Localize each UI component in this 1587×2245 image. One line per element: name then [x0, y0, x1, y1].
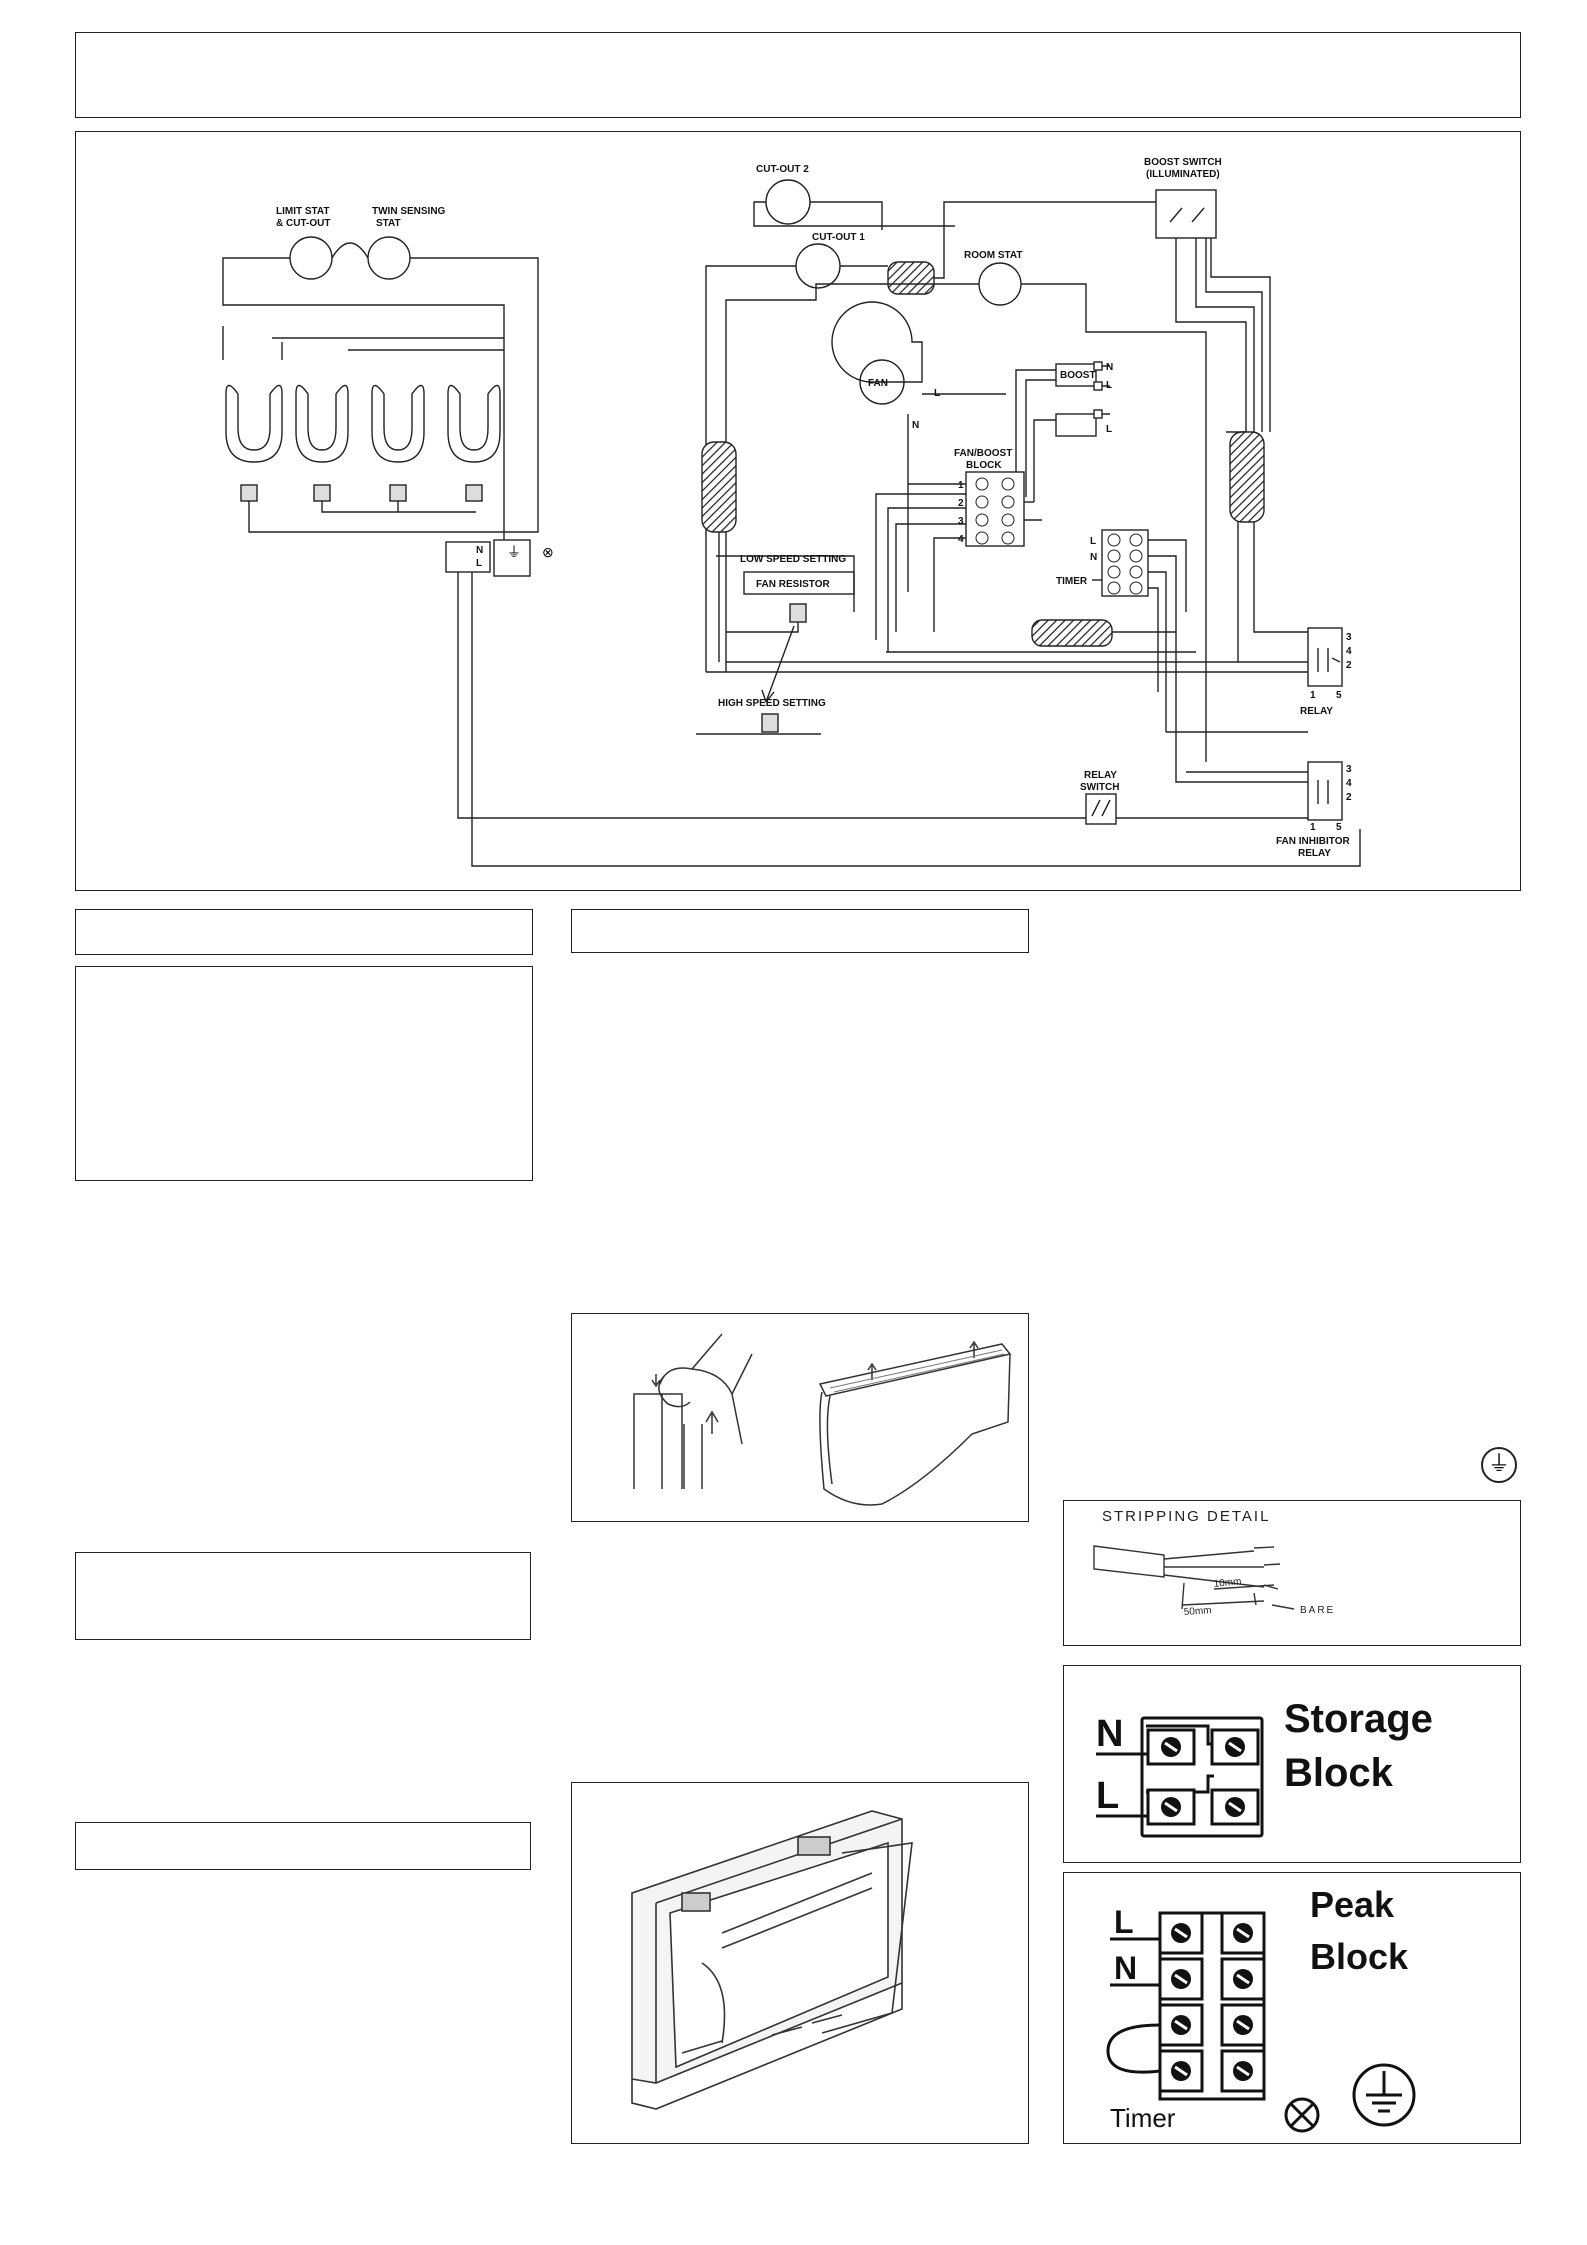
peak-n-label: N — [1114, 1950, 1137, 1986]
left-heading-box-3 — [75, 1822, 531, 1870]
cover-removal-drawing — [633, 1333, 1012, 1506]
fir-pin-3: 3 — [1346, 764, 1352, 775]
fan-n-label: N — [912, 420, 919, 431]
boost-switch-icon — [1155, 189, 1217, 239]
twin-sensing-stat-icon — [367, 236, 411, 280]
relay-pin-1: 1 — [1310, 690, 1316, 701]
cutout-2-label: CUT-OUT 2 — [756, 164, 809, 175]
peak-timer-label: Timer — [1110, 2103, 1176, 2133]
relay-switch-label-2: SWITCH — [1080, 782, 1119, 793]
boost-l-label: L — [1106, 380, 1112, 391]
fan-l-label: L — [934, 388, 940, 399]
fan-label: FAN — [868, 378, 888, 389]
peak-title-2: Block — [1310, 1936, 1409, 1977]
cutout-1-icon — [795, 243, 841, 289]
relay-pin-2: 2 — [1346, 660, 1352, 671]
boost-switch-label: BOOST SWITCH — [1144, 157, 1222, 168]
storage-title-1: Storage — [1284, 1697, 1433, 1741]
cross-icon: ⊗ — [542, 544, 554, 560]
timer-l-label: L — [1090, 536, 1096, 547]
fan-boost-label: FAN/BOOST — [954, 448, 1012, 459]
fir-pin-5: 5 — [1336, 822, 1342, 833]
middle-heading-box — [571, 909, 1029, 953]
twin-sensing-label-2: STAT — [376, 218, 401, 229]
room-stat-label: ROOM STAT — [964, 250, 1023, 261]
heater-interior-illustration — [571, 1782, 1029, 2144]
fan-inhibitor-label-2: RELAY — [1298, 848, 1331, 859]
cutout-1-label: CUT-OUT 1 — [812, 232, 865, 243]
fb-pin-3: 3 — [958, 516, 964, 527]
bare-label: BARE — [1300, 1605, 1335, 1616]
fan-boost-label-2: BLOCK — [966, 460, 1002, 471]
twin-sensing-label: TWIN SENSING — [372, 206, 446, 217]
left-heading-box-1 — [75, 909, 533, 955]
limit-stat-label-2: & CUT-OUT — [276, 218, 330, 229]
boost-label: BOOST — [1060, 370, 1096, 381]
fb-pin-4: 4 — [958, 534, 964, 545]
fir-pin-2: 2 — [1346, 792, 1352, 803]
heater-interior-drawing — [631, 1810, 913, 2110]
heating-elements — [225, 384, 501, 533]
cover-removal-illustration — [571, 1313, 1029, 1522]
relay-switch-label: RELAY — [1084, 770, 1117, 781]
cutout-1-sleeve — [887, 261, 935, 295]
fan-boost-block — [965, 471, 1025, 547]
relay-pin-4: 4 — [1346, 646, 1352, 657]
left-content-box — [75, 966, 533, 1181]
timer-block — [1101, 529, 1149, 597]
fan-icon — [831, 301, 923, 383]
limit-stat-label: LIMIT STAT — [276, 206, 330, 217]
timer-n-label: N — [1090, 552, 1097, 563]
earth-symbol-icon: ⏚ — [1481, 1447, 1517, 1483]
dim-10mm: 10mm — [1213, 1576, 1242, 1590]
relay-icon — [1307, 627, 1343, 687]
cutout-2-icon — [765, 179, 811, 225]
fb-pin-1: 1 — [958, 480, 964, 491]
stripping-detail-box: STRIPPING DETAIL 10mm 50mm BARE — [1063, 1500, 1521, 1646]
terminal-n-label: N — [476, 545, 483, 556]
limit-stat-icon — [289, 236, 333, 280]
storage-title-2: Block — [1284, 1751, 1394, 1795]
high-speed-label: HIGH SPEED SETTING — [718, 698, 826, 709]
peak-earth-icon — [1352, 2063, 1416, 2127]
dim-50mm: 50mm — [1183, 1605, 1211, 1618]
peak-block-box: L N Peak Block Timer — [1063, 1872, 1521, 2144]
peak-cross-icon — [1284, 2097, 1320, 2133]
storage-block-box: N L Storage Block — [1063, 1665, 1521, 1863]
relay-pin-5: 5 — [1336, 690, 1342, 701]
relay-switch-icon — [1085, 793, 1117, 825]
fb-pin-2: 2 — [958, 498, 964, 509]
peak-title-1: Peak — [1310, 1884, 1395, 1925]
header-box — [75, 32, 1521, 118]
storage-l-label: L — [1096, 1775, 1119, 1817]
relay-pin-3: 3 — [1346, 632, 1352, 643]
fan-inhibitor-relay-icon — [1307, 761, 1343, 821]
boost-switch-label-2: (ILLUMINATED) — [1146, 169, 1220, 180]
fir-pin-1: 1 — [1310, 822, 1316, 833]
terminal-l-label: L — [476, 558, 482, 569]
timer-label: TIMER — [1056, 576, 1088, 587]
storage-n-label: N — [1096, 1713, 1123, 1755]
fan-inhibitor-label: FAN INHIBITOR — [1276, 836, 1350, 847]
relay-label: RELAY — [1300, 706, 1333, 717]
boost-l2-label: L — [1106, 424, 1112, 435]
fir-pin-4: 4 — [1346, 778, 1352, 789]
terminal-block — [445, 541, 491, 573]
wiring-diagram: LIMIT STAT & CUT-OUT TWIN SENSING STAT N… — [222, 157, 1361, 867]
room-stat-icon — [978, 262, 1022, 306]
boost-n-label: N — [1106, 362, 1113, 373]
earth-icon: ⏚ — [507, 544, 521, 560]
wiring-diagram-panel: LIMIT STAT & CUT-OUT TWIN SENSING STAT N… — [75, 131, 1521, 891]
stripping-title: STRIPPING DETAIL — [1102, 1508, 1270, 1525]
fan-resistor-label: FAN RESISTOR — [756, 579, 830, 590]
peak-l-label: L — [1114, 1904, 1134, 1940]
low-speed-label: LOW SPEED SETTING — [740, 554, 846, 565]
left-heading-box-2 — [75, 1552, 531, 1640]
